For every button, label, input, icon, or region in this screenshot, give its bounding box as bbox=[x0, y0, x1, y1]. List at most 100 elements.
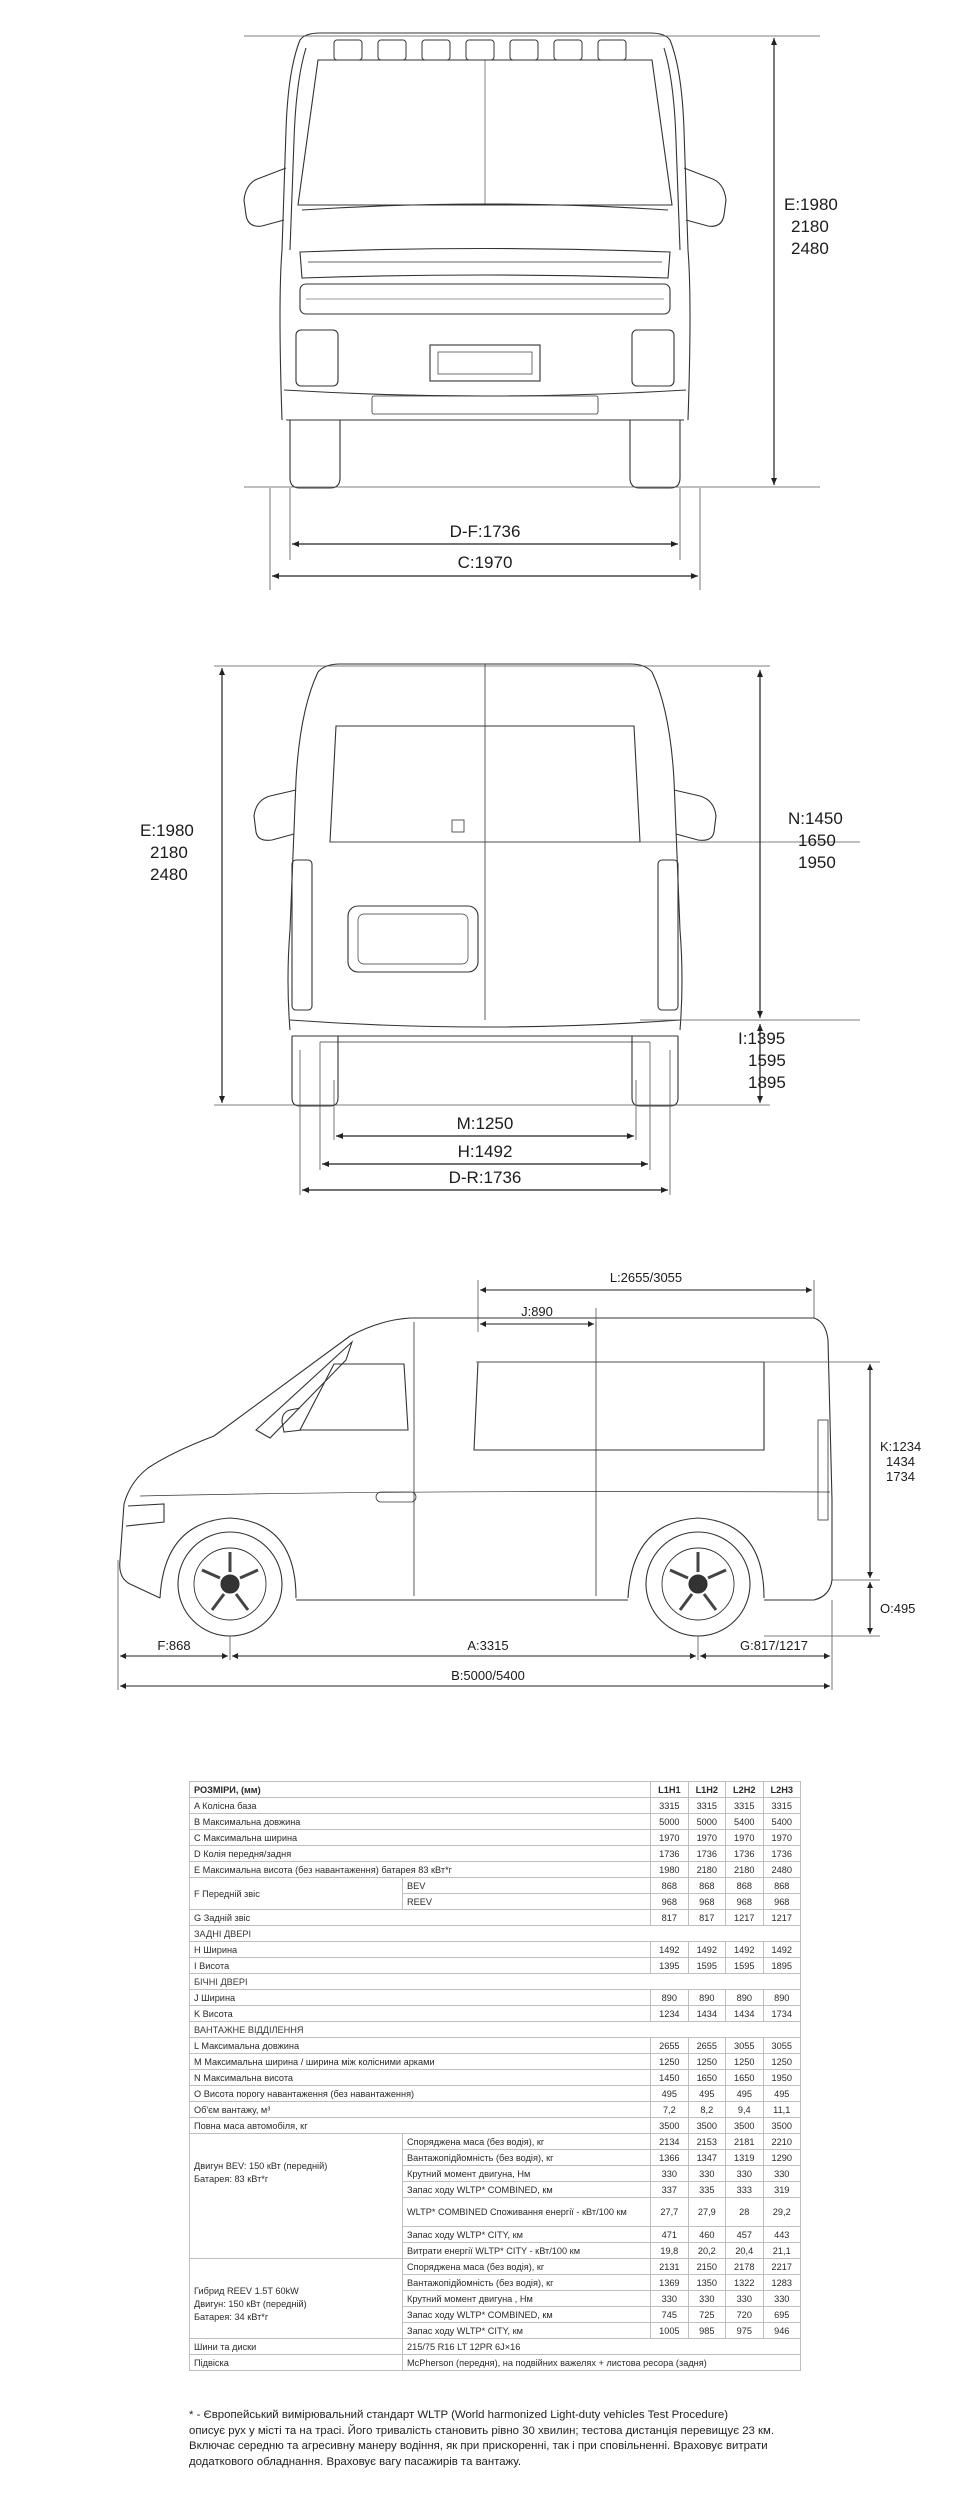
spec-row-value: McPherson (передня), на подвійних важеля… bbox=[402, 2354, 801, 2371]
spec-value: 1736 bbox=[650, 1845, 689, 1862]
front-height-label-2: 2180 bbox=[791, 217, 829, 236]
spec-section-label: БІЧНІ ДВЕРІ bbox=[189, 1973, 801, 1990]
spec-value: 975 bbox=[725, 2322, 764, 2339]
spec-value: 946 bbox=[762, 2322, 801, 2339]
spec-value: 3500 bbox=[650, 2117, 689, 2134]
spec-value: 868 bbox=[650, 1877, 689, 1894]
spec-header-variant: L2H2 bbox=[725, 1781, 764, 1798]
side-rear-overhang-label: G:817/1217 bbox=[740, 1638, 808, 1653]
footnote-line: додаткового обладнання. Враховує вагу па… bbox=[189, 2455, 522, 2468]
spec-value: 890 bbox=[762, 1989, 801, 2006]
spec-value: 1595 bbox=[725, 1957, 764, 1974]
spec-value: 495 bbox=[650, 2085, 689, 2102]
spec-value: 21,1 bbox=[762, 2242, 801, 2259]
spec-row-label: Повна маса автомобіля, кг bbox=[188, 2117, 652, 2134]
spec-row-label: M Максимальна ширина / ширина між колісн… bbox=[188, 2053, 652, 2070]
spec-value: 29,2 bbox=[762, 2197, 801, 2227]
spec-value: 20,4 bbox=[725, 2242, 764, 2259]
spec-row-label: Вантажопідйомність (без водія), кг bbox=[402, 2274, 652, 2291]
spec-value: 868 bbox=[762, 1877, 801, 1894]
spec-value: 1970 bbox=[762, 1829, 801, 1846]
spec-value: 19,8 bbox=[650, 2242, 689, 2259]
spec-row-label: A Колісна база bbox=[188, 1797, 652, 1814]
rear-track-label: D-R:1736 bbox=[449, 1168, 522, 1187]
spec-row-label: Споряджена маса (без водія), кг bbox=[402, 2258, 652, 2275]
spec-header-variant: L1H1 bbox=[650, 1781, 689, 1798]
spec-group-label-line: Батарея: 83 кВт*г bbox=[194, 2174, 269, 2184]
spec-value: 1250 bbox=[687, 2053, 727, 2070]
side-wheelbase-label: A:3315 bbox=[467, 1638, 508, 1653]
rear-height-label-1: E:1980 bbox=[140, 821, 194, 840]
spec-row-label: Вантажопідйомність (без водія), кг bbox=[402, 2149, 652, 2166]
rear-inner-height-label-2: 1650 bbox=[798, 831, 836, 850]
spec-value: 695 bbox=[762, 2306, 801, 2323]
footnote: * - Європейський вимірювальний стандарт … bbox=[189, 2408, 801, 2470]
spec-value: 460 bbox=[687, 2226, 727, 2243]
spec-value: 868 bbox=[687, 1877, 727, 1894]
side-cargo-length-label: L:2655/3055 bbox=[610, 1270, 682, 1285]
spec-value: 3500 bbox=[687, 2117, 727, 2134]
rear-inner-height-label-3: 1950 bbox=[798, 853, 836, 872]
spec-value: 1980 bbox=[650, 1861, 689, 1878]
spec-header-variant: L2H3 bbox=[762, 1781, 801, 1798]
spec-value: 330 bbox=[762, 2290, 801, 2307]
spec-row-label: B Максимальна довжина bbox=[188, 1813, 652, 1830]
spec-row-label: Споряджена маса (без водія), кг bbox=[402, 2133, 652, 2150]
spec-group-row: WLTP* COMBINED Споживання енергії - кВт/… bbox=[190, 2197, 801, 2227]
spec-section-row: ВАНТАЖНЕ ВІДДІЛЕННЯ bbox=[189, 2021, 801, 2038]
rear-inner-height-label-1: N:1450 bbox=[788, 809, 843, 828]
spec-value: 1322 bbox=[725, 2274, 764, 2291]
spec-row-label: Об'єм вантажу, м³ bbox=[188, 2101, 652, 2118]
spec-header-label: РОЗМІРИ, (мм) bbox=[188, 1781, 652, 1798]
spec-row-label: O Висота порогу навантаження (без навант… bbox=[188, 2085, 652, 2102]
spec-value: 27,9 bbox=[687, 2197, 727, 2227]
spec-value: 20,2 bbox=[687, 2242, 727, 2259]
spec-value: 1290 bbox=[762, 2149, 801, 2166]
spec-value: 457 bbox=[725, 2226, 764, 2243]
spec-group-label-line: Двигун: 150 кВт (передній) bbox=[194, 2299, 307, 2309]
spec-group-label: Двигун BEV: 150 кВт (передній)Батарея: 8… bbox=[188, 2133, 404, 2259]
spec-value: 319 bbox=[762, 2181, 801, 2198]
spec-row-label: D Колія передня/задня bbox=[188, 1845, 652, 1862]
spec-value: 335 bbox=[687, 2181, 727, 2198]
spec-value: 330 bbox=[725, 2290, 764, 2307]
spec-value: 1347 bbox=[687, 2149, 727, 2166]
spec-value: 2217 bbox=[762, 2258, 801, 2275]
footnote-line: описує рух у місті та на трасі. Його три… bbox=[189, 2424, 775, 2437]
spec-row: M Максимальна ширина / ширина між колісн… bbox=[188, 2053, 801, 2070]
spec-value: 330 bbox=[687, 2165, 727, 2182]
spec-value: 5000 bbox=[650, 1813, 689, 1830]
spec-value: 1736 bbox=[725, 1845, 764, 1862]
front-van-outline bbox=[243, 32, 727, 489]
spec-value: 1395 bbox=[650, 1957, 689, 1974]
spec-value: 330 bbox=[687, 2290, 727, 2307]
spec-value: 985 bbox=[687, 2322, 727, 2339]
spec-value: 495 bbox=[762, 2085, 801, 2102]
side-door-height-label-3: 1734 bbox=[886, 1469, 915, 1484]
spec-row-label: Запас ходу WLTP* COMBINED, км bbox=[402, 2181, 652, 2198]
side-sill-label: O:495 bbox=[880, 1601, 915, 1616]
spec-value: 2180 bbox=[687, 1861, 727, 1878]
spec-value: 817 bbox=[687, 1909, 727, 1926]
spec-row-label: WLTP* COMBINED Споживання енергії - кВт/… bbox=[402, 2197, 652, 2227]
spec-value: 495 bbox=[725, 2085, 764, 2102]
rear-height-label-2: 2180 bbox=[150, 843, 188, 862]
spec-header-variant: L1H2 bbox=[687, 1781, 727, 1798]
spec-value: 2180 bbox=[725, 1861, 764, 1878]
spec-row-value: 215/75 R16 LT 12PR 6J×16 bbox=[402, 2338, 801, 2355]
spec-row-label: I Висота bbox=[188, 1957, 652, 1974]
spec-value: 11,1 bbox=[762, 2101, 801, 2118]
spec-group-row: Двигун BEV: 150 кВт (передній)Батарея: 8… bbox=[188, 2133, 801, 2259]
